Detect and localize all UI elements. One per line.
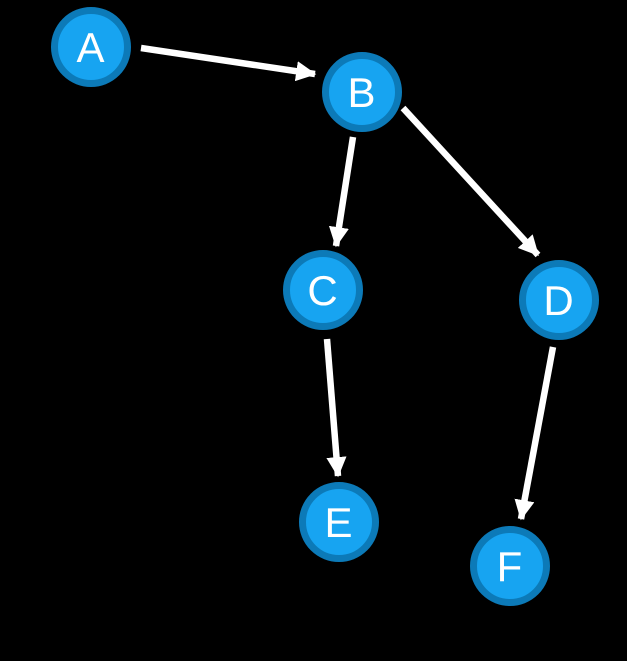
node-circle[interactable] [299,482,379,562]
node-circle[interactable] [322,52,402,132]
edges-layer [140,44,557,521]
node-circle[interactable] [51,7,131,87]
edge-D-F [514,346,557,521]
node-label: F [497,543,524,590]
edge-B-C [328,136,357,248]
node-circle[interactable] [470,526,550,606]
edge-B-D [400,105,541,258]
node-circle[interactable] [519,260,599,340]
graph-node-F[interactable]: F [470,526,550,606]
graph-node-C[interactable]: C [283,250,363,330]
edge-A-B [140,44,317,82]
node-label: B [347,69,376,116]
graph-node-A[interactable]: A [51,7,131,87]
node-label: C [307,267,338,314]
node-label: E [324,499,353,546]
node-label: A [76,24,105,71]
graph-node-D[interactable]: D [519,260,599,340]
nodes-layer: A B C D E F [51,7,599,606]
graph-node-E[interactable]: E [299,482,379,562]
edge-C-E [323,338,347,478]
node-circle[interactable] [283,250,363,330]
node-label: D [543,277,574,324]
graph-node-B[interactable]: B [322,52,402,132]
